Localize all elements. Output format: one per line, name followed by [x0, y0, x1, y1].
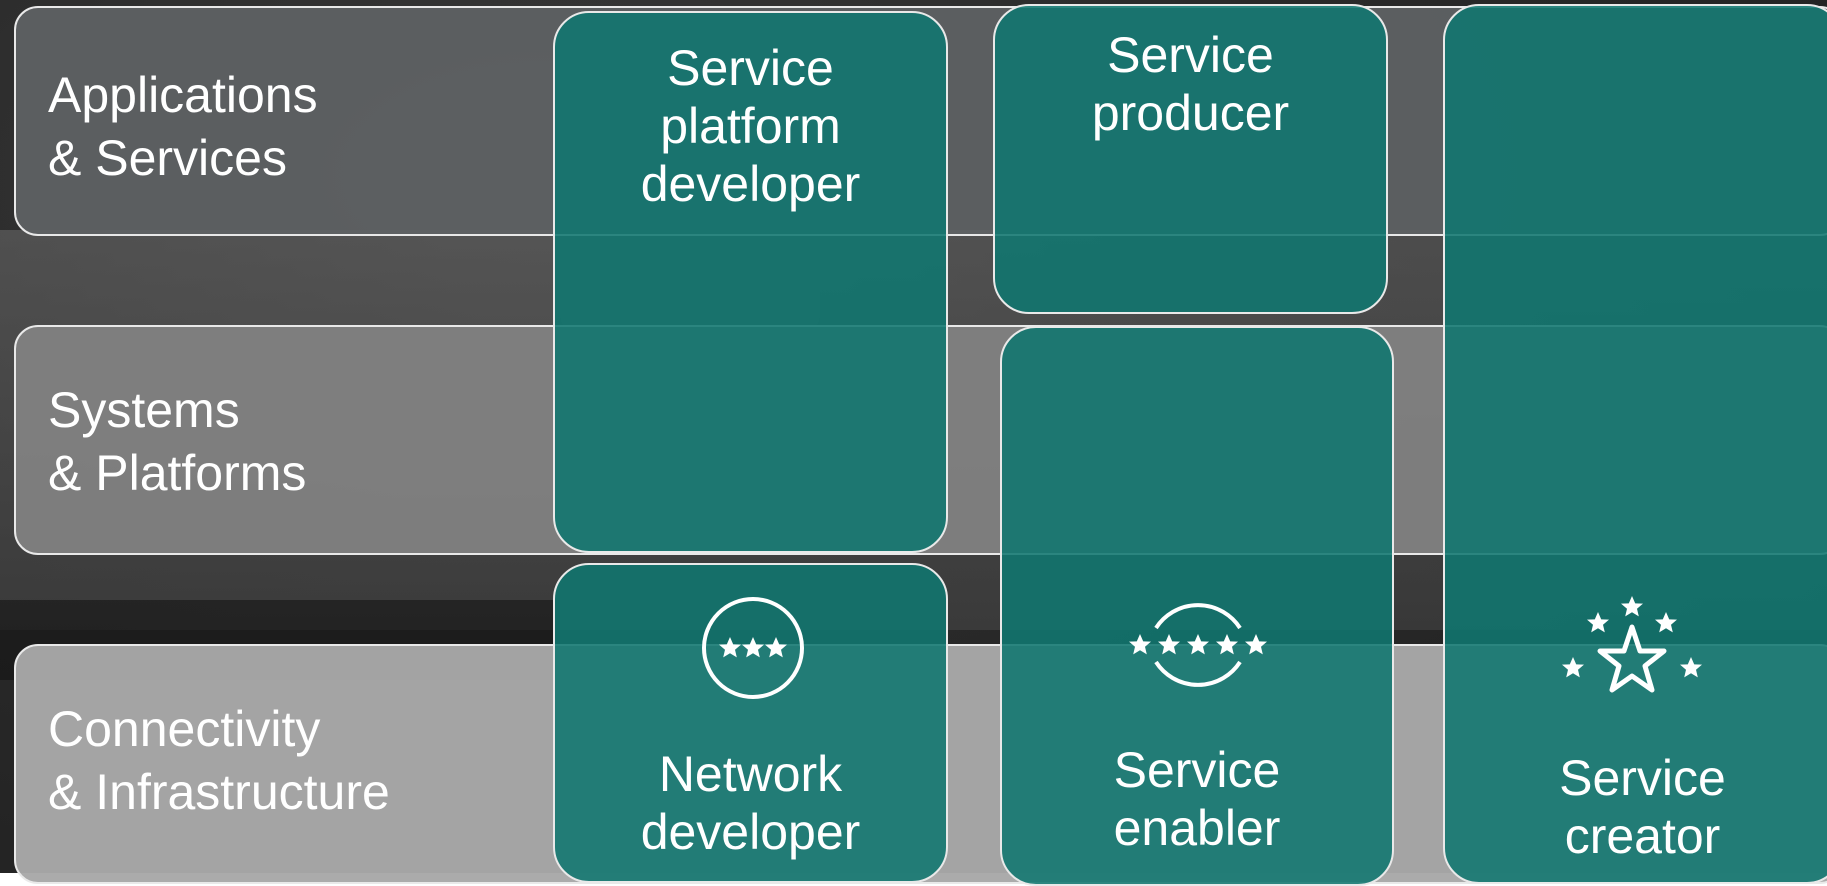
card-service-producer: Service producer: [993, 4, 1388, 314]
card-title-line: developer: [640, 156, 861, 212]
card-title-line: enabler: [1113, 800, 1281, 856]
row-label-line: & Infrastructure: [48, 764, 390, 820]
row-label-line: & Platforms: [48, 445, 307, 501]
card-title-line: Service: [1107, 27, 1274, 83]
card-title: Service platform developer: [555, 39, 946, 213]
card-service-enabler: Service enabler: [1000, 326, 1394, 886]
row-label-applications: Applications & Services: [48, 64, 318, 190]
card-title: Service producer: [995, 26, 1386, 142]
card-title-line: Service: [1113, 742, 1281, 798]
three-star-circle-icon: [702, 597, 804, 699]
row-label-connectivity: Connectivity & Infrastructure: [48, 698, 390, 824]
card-title-line: producer: [1091, 85, 1290, 141]
card-title-line: platform: [660, 98, 841, 154]
row-label-line: Applications: [48, 67, 318, 123]
five-star-circle-icon: [1129, 603, 1267, 687]
card-service-platform-developer: Service platform developer: [553, 11, 948, 553]
card-title-line: creator: [1564, 808, 1721, 864]
card-title: Network developer: [555, 745, 946, 861]
row-label-line: Connectivity: [48, 701, 321, 757]
card-title-line: developer: [640, 804, 861, 860]
star-burst-icon: [1562, 596, 1702, 693]
row-label-systems: Systems & Platforms: [48, 379, 306, 505]
card-title-line: Network: [658, 746, 843, 802]
card-title: Service enabler: [1002, 741, 1392, 857]
card-title: Service creator: [1445, 749, 1827, 865]
card-service-creator: Service creator: [1443, 4, 1827, 884]
row-label-line: Systems: [48, 382, 240, 438]
card-network-developer: Network developer: [553, 563, 948, 883]
card-title-line: Service: [1559, 750, 1726, 806]
row-label-line: & Services: [48, 130, 287, 186]
card-title-line: Service: [667, 40, 834, 96]
